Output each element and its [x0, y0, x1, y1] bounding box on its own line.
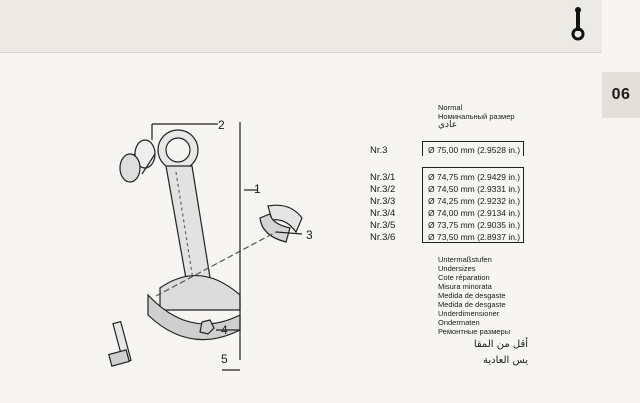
undersize-code: Nr.3/6 [370, 232, 396, 243]
undersize-value: Ø 74,50 mm (2.9331 in.) [428, 184, 521, 194]
nominal-code: Nr.3 [370, 145, 388, 156]
undersize-code: Nr.3/3 [370, 196, 396, 207]
undersize-code: Nr.3/5 [370, 220, 396, 231]
callout-3: 3 [306, 228, 313, 242]
undersize-code: Nr.3/2 [370, 184, 396, 195]
section-number: 06 [611, 86, 631, 103]
nominal-bracket [422, 141, 524, 156]
undersize-label: Underdimensioner [438, 309, 500, 318]
undersize-value: Ø 74,75 mm (2.9429 in.) [428, 172, 521, 182]
undersize-label: Untermaßstufen [438, 255, 492, 264]
undersize-bracket [422, 167, 524, 243]
connecting-rod-diagram [108, 122, 303, 371]
callout-1: 1 [254, 182, 261, 196]
callout-2: 2 [218, 118, 225, 132]
undersize-label-ar-1: أقل من المقا [473, 339, 528, 350]
undersize-label: Ремонтные размеры [438, 327, 511, 336]
undersize-label-ar-2: يس العادية [482, 355, 528, 366]
nominal-row: Nr.3 [370, 145, 387, 156]
undersize-label: Undersizes [438, 264, 476, 273]
label-normal-ru: Номинальный размер [438, 112, 515, 121]
undersize-code: Nr.3/4 [370, 208, 396, 219]
nominal-value: Ø 75,00 mm (2.9528 in.) [428, 145, 521, 155]
section-tab[interactable]: 06 [602, 72, 640, 118]
label-normal: Normal [438, 103, 463, 112]
undersize-value: Ø 73,75 mm (2.9035 in.) [428, 220, 521, 230]
undersize-label: Medida de desgaste [438, 291, 506, 300]
undersize-value: Ø 74,25 mm (2.9232 in.) [428, 196, 521, 206]
undersize-label: Ondermaten [438, 318, 480, 327]
undersize-label: Cote réparation [438, 273, 490, 282]
undersize-label: Misura minorata [438, 282, 492, 291]
normal-labels: Normal Номинальный размер عادي [438, 103, 515, 130]
callout-4: 4 [221, 323, 228, 337]
undersize-value: Ø 74,00 mm (2.9134 in.) [428, 208, 521, 218]
undersize-value: Ø 73,50 mm (2.8937 in.) [428, 232, 521, 242]
label-normal-ar: عادي [438, 120, 458, 130]
undersize-code: Nr.3/1 [370, 172, 396, 183]
callout-5: 5 [221, 352, 228, 366]
undersize-labels: Untermaßstufen Undersizes Cote réparatio… [438, 255, 510, 336]
header-band [0, 0, 602, 53]
undersize-label: Medida de desgaste [438, 300, 506, 309]
wrench-icon [571, 7, 585, 41]
